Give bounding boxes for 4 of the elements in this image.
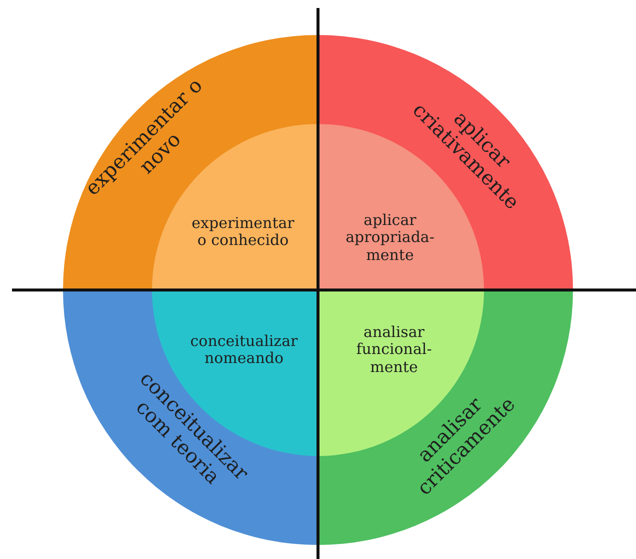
inner-quadrant-label: conceitualizar nomeando xyxy=(189,332,299,368)
inner-quadrant-label: experimentar o conhecido xyxy=(190,214,296,250)
inner-quadrant-label: analisar funcional- mente xyxy=(355,324,433,376)
inner-quadrant-label: aplicar apropriada- mente xyxy=(344,212,436,264)
